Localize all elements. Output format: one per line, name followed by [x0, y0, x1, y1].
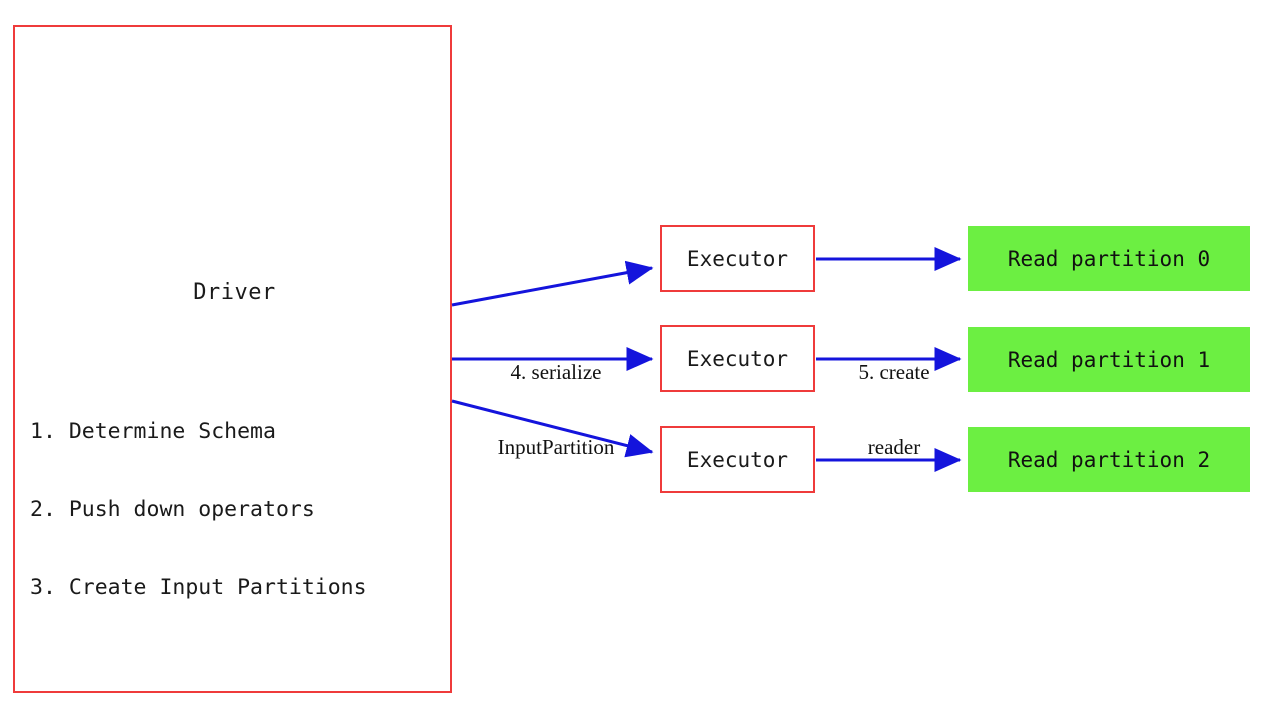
executor-label-0: Executor	[686, 246, 789, 271]
read-partition-box-2: Read partition 2	[968, 427, 1250, 492]
edge-label-create-reader-line2: reader	[867, 435, 921, 459]
read-partition-box-0: Read partition 0	[968, 226, 1250, 291]
read-partition-box-1: Read partition 1	[968, 327, 1250, 392]
arrow-driver-to-executor-0	[451, 260, 654, 307]
driver-step-list: 1. Determine Schema 2. Push down operato…	[30, 367, 367, 653]
edge-label-serialize: 4. serialize InputPartition	[452, 310, 660, 510]
executor-box-2: Executor	[660, 426, 815, 493]
executor-box-0: Executor	[660, 225, 815, 292]
executor-label-1: Executor	[686, 346, 789, 371]
driver-title: Driver	[193, 280, 276, 305]
edge-label-create-reader: 5. create reader	[818, 310, 970, 510]
read-partition-label-2: Read partition 2	[1007, 447, 1211, 472]
read-partition-label-1: Read partition 1	[1007, 347, 1211, 372]
edge-label-serialize-line2: InputPartition	[497, 435, 615, 459]
driver-step-3: 3. Create Input Partitions	[30, 575, 367, 600]
executor-label-2: Executor	[686, 447, 789, 472]
edge-label-serialize-line1: 4. serialize	[510, 360, 602, 384]
executor-box-1: Executor	[660, 325, 815, 392]
driver-box: Driver 1. Determine Schema 2. Push down …	[13, 25, 452, 693]
driver-step-2: 2. Push down operators	[30, 497, 315, 522]
edge-label-create-reader-line1: 5. create	[858, 360, 930, 384]
driver-step-1: 1. Determine Schema	[30, 419, 276, 444]
read-partition-label-0: Read partition 0	[1007, 246, 1211, 271]
